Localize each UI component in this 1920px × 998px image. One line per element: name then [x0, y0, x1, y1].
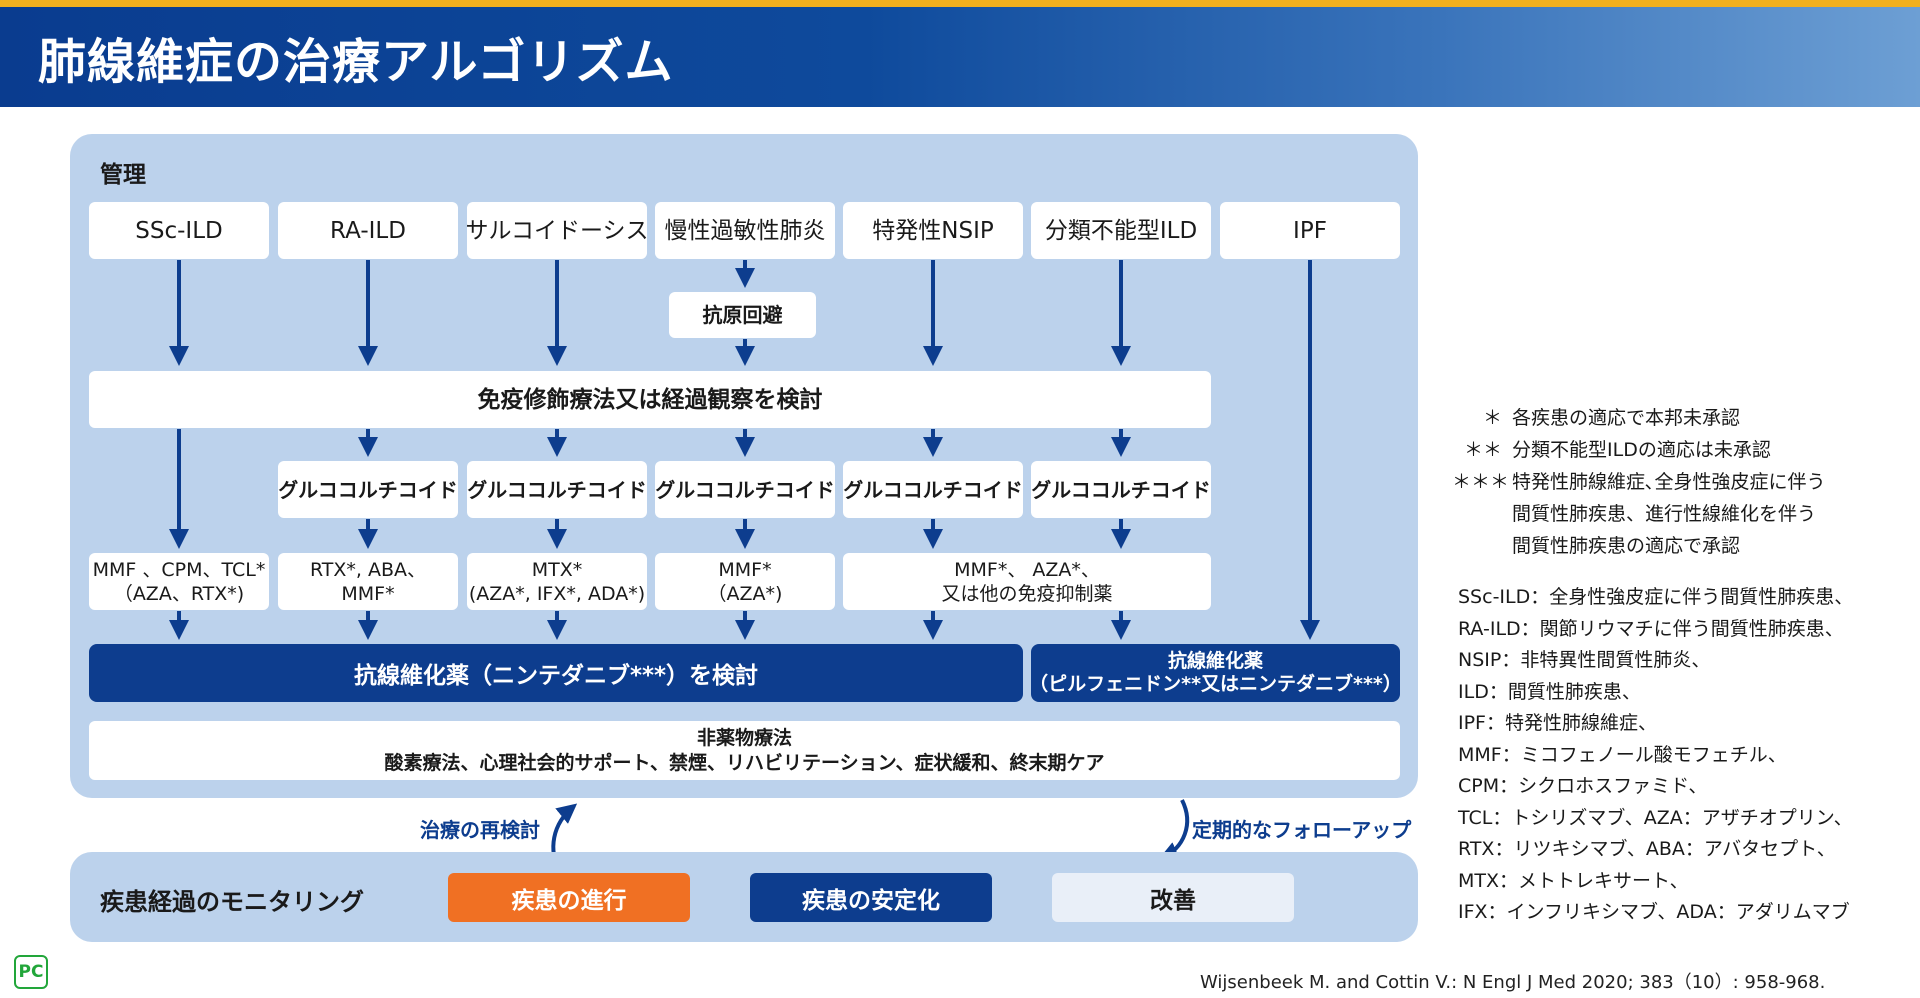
header-banner — [0, 7, 1920, 107]
immunomodulation-box: 免疫修飾療法又は経過観察を検討 — [89, 371, 1211, 428]
glucocorticoid-box-sarc: グルココルチコイド — [467, 461, 647, 518]
footnote-mark: ＊ — [1482, 407, 1502, 429]
abbreviation: TCL：トシリズマブ、AZA：アザチオプリン、 — [1458, 806, 1853, 829]
nonpharm-title: 非薬物療法 — [696, 726, 792, 749]
state-progression: 疾患の進行 — [448, 873, 690, 922]
disease-ssc-ild: SSc-ILD — [89, 202, 269, 259]
footnote-mark: ＊＊＊ — [1452, 471, 1510, 493]
abbreviation-list: SSc-ILD：全身性強皮症に伴う間質性肺疾患、 RA-ILD：関節リウマチに伴… — [1458, 582, 1853, 929]
footnote-mark — [1452, 498, 1512, 530]
drug-line: 又は他の免疫抑制薬 — [941, 582, 1113, 605]
drug-line: MMF 、CPM、TCL* — [92, 558, 266, 581]
disease-idiopathic-nsip: 特発性NSIP — [843, 202, 1023, 259]
glucocorticoid-box-unc: グルココルチコイド — [1031, 461, 1211, 518]
footnote: ＊＊ 分類不能型ILDの適応は未承認 — [1452, 434, 1826, 466]
disease-chronic-hp: 慢性過敏性肺炎 — [655, 202, 835, 259]
header-accent-bar — [0, 0, 1920, 7]
followup-label: 定期的なフォローアップ — [1192, 818, 1412, 842]
footnote-text: 分類不能型ILDの適応は未承認 — [1512, 439, 1771, 461]
disease-ra-ild: RA-ILD — [278, 202, 458, 259]
drug-line: MMF* — [718, 558, 772, 581]
disease-ipf: IPF — [1220, 202, 1400, 259]
drug-line: MMF* — [341, 582, 395, 605]
antifibrotic-consider-box: 抗線維化薬（ニンテダニブ***）を検討 — [89, 644, 1023, 702]
drug-line: (AZA*, IFX*, ADA*) — [468, 582, 646, 605]
antigen-avoidance-box: 抗原回避 — [669, 292, 816, 338]
footnote: ＊＊＊特発性肺線維症､全身性強皮症に伴う — [1452, 466, 1826, 498]
footnote: 間質性肺疾患の適応で承認 — [1452, 530, 1826, 562]
abbreviation: RA-ILD：関節リウマチに伴う間質性肺疾患、 — [1458, 617, 1844, 640]
drug-box-ra: RTX*, ABA、 MMF* — [278, 553, 458, 610]
monitoring-label: 疾患経過のモニタリング — [100, 888, 364, 916]
abbreviation: NSIP：非特異性間質性肺炎、 — [1458, 649, 1711, 671]
ipf-antifibrotic-line: （ピルフェニドン**又はニンテダニブ***） — [1029, 673, 1402, 695]
drug-line: RTX*, ABA、 — [309, 558, 427, 581]
recheck-label: 治療の再検討 — [420, 818, 540, 842]
drug-line: MMF*、 AZA*、 — [954, 558, 1100, 581]
pc-logo-icon: PC — [14, 955, 48, 989]
ipf-antifibrotic-line: 抗線維化薬 — [1167, 650, 1263, 672]
abbreviation: RTX：リツキシマブ、ABA：アバタセプト、 — [1458, 838, 1836, 860]
drug-box-chp: MMF* （AZA*) — [655, 553, 835, 610]
glucocorticoid-box-nsip: グルココルチコイド — [843, 461, 1023, 518]
disease-sarcoidosis: サルコイドーシス — [465, 202, 649, 259]
antifibrotic-consider-text: 抗線維化薬（ニンテダニブ***）を検討 — [353, 663, 759, 689]
citation: Wijsenbeek M. and Cottin V.: N Engl J Me… — [1200, 972, 1826, 993]
ipf-antifibrotic-box: 抗線維化薬 （ピルフェニドン**又はニンテダニブ***） — [1029, 644, 1402, 702]
management-label: 管理 — [100, 162, 146, 188]
footnote-text: 特発性肺線維症､全身性強皮症に伴う — [1512, 471, 1826, 493]
abbreviation: MTX：メトトレキサート、 — [1458, 869, 1689, 892]
abbreviation: MMF：ミコフェノール酸モフェチル、 — [1458, 743, 1787, 766]
footnote-text: 間質性肺疾患の適応で承認 — [1512, 535, 1741, 557]
abbreviation: IPF：特発性肺線維症、 — [1458, 712, 1657, 734]
footnotes: ＊ 各疾患の適応で本邦未承認 ＊＊ 分類不能型ILDの適応は未承認 ＊＊＊特発性肺線… — [1452, 402, 1826, 562]
abbreviation: ILD：間質性肺疾患、 — [1458, 680, 1641, 703]
drug-line: （AZA*) — [707, 582, 783, 605]
footnote-text: 各疾患の適応で本邦未承認 — [1512, 407, 1741, 429]
state-improvement: 改善 — [1052, 873, 1294, 922]
drug-box-sarc: MTX* (AZA*, IFX*, ADA*) — [467, 553, 647, 610]
footnote: ＊ 各疾患の適応で本邦未承認 — [1452, 402, 1826, 434]
abbreviation: IFX：インフリキシマブ、ADA：アダリムマブ — [1458, 901, 1850, 923]
page-title: 肺線維症の治療アルゴリズム — [38, 34, 674, 90]
state-stabilization: 疾患の安定化 — [750, 873, 992, 922]
nonpharm-box: 非薬物療法 酸素療法、心理社会的サポート、禁煙、リハビリテーション、症状緩和、終… — [89, 721, 1400, 780]
drug-line: MTX* — [531, 558, 583, 581]
followup-curved-arrow — [1158, 799, 1190, 861]
drug-box-nsip-unc: MMF*、 AZA*、 又は他の免疫抑制薬 — [843, 553, 1211, 610]
abbreviation: SSc-ILD：全身性強皮症に伴う間質性肺疾患、 — [1458, 586, 1854, 608]
footnote-mark — [1452, 530, 1512, 562]
disease-unclassifiable-ild: 分類不能型ILD — [1031, 202, 1211, 259]
nonpharm-items: 酸素療法、心理社会的サポート、禁煙、リハビリテーション、症状緩和、終末期ケア — [384, 751, 1105, 774]
abbreviation: CPM：シクロホスファミド、 — [1458, 775, 1708, 797]
footnote: 間質性肺疾患、進行性線維化を伴う — [1452, 498, 1826, 530]
drug-box-ssc: MMF 、CPM、TCL* （AZA、RTX*) — [89, 553, 269, 610]
footnote-mark: ＊＊ — [1463, 439, 1502, 461]
glucocorticoid-box-chp: グルココルチコイド — [655, 461, 835, 518]
drug-line: （AZA、RTX*) — [113, 582, 245, 605]
footnote-text: 間質性肺疾患、進行性線維化を伴う — [1512, 503, 1817, 525]
glucocorticoid-box-ra: グルココルチコイド — [278, 461, 458, 518]
